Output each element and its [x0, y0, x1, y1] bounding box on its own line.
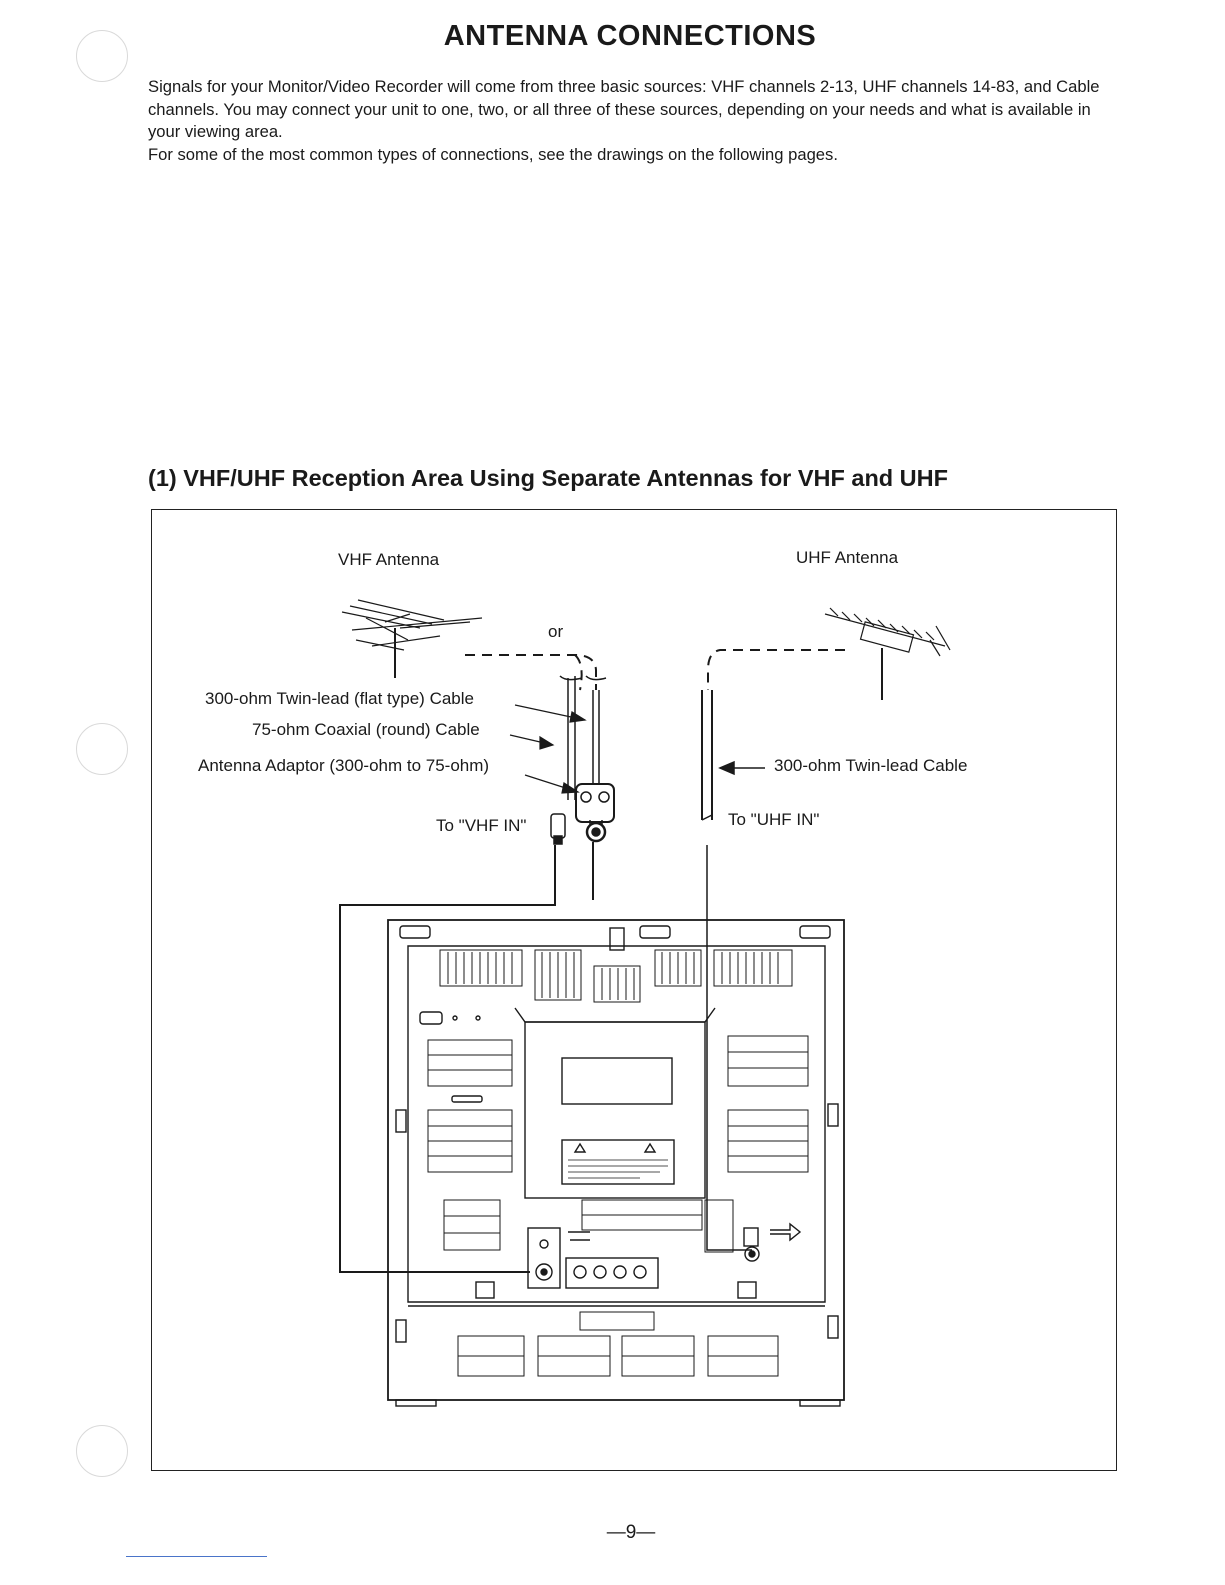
vhf-cables — [559, 675, 607, 800]
footer-rule — [126, 1556, 267, 1557]
twin-lead-flat-label: 300-ohm Twin-lead (flat type) Cable — [205, 689, 474, 708]
antenna-adaptor-icon — [550, 783, 615, 845]
vhf-antenna-label: VHF Antenna — [338, 550, 440, 569]
coaxial-label: 75-ohm Coaxial (round) Cable — [252, 720, 480, 739]
punch-hole-bottom — [76, 1425, 128, 1477]
intro-paragraph-1: Signals for your Monitor/Video Recorder … — [148, 77, 1100, 141]
intro-text: Signals for your Monitor/Video Recorder … — [148, 76, 1113, 166]
uhf-antenna-icon — [824, 607, 951, 700]
adaptor-label: Antenna Adaptor (300-ohm to 75-ohm) — [198, 756, 490, 775]
tv-rear-panel — [387, 919, 845, 1407]
diagram-frame — [151, 509, 1117, 1471]
vhf-antenna-icon — [341, 599, 483, 678]
dashed-lead-lines — [465, 649, 845, 691]
section-heading: (1) VHF/UHF Reception Area Using Separat… — [148, 465, 948, 491]
punch-hole-top — [76, 30, 128, 82]
punch-hole-middle — [76, 723, 128, 775]
page-number: —9— — [606, 1522, 656, 1543]
intro-paragraph-2: For some of the most common types of con… — [148, 144, 838, 164]
page-title: ANTENNA CONNECTIONS — [443, 20, 817, 52]
or-label: or — [548, 622, 564, 641]
to-vhf-in-label: To "VHF IN" — [436, 816, 527, 835]
to-uhf-in-label: To "UHF IN" — [728, 810, 820, 829]
vhf-leader-arrows — [509, 704, 587, 794]
uhf-twin-lead — [701, 690, 765, 1240]
uhf-twin-lead-label: 300-ohm Twin-lead Cable — [774, 756, 968, 775]
uhf-antenna-label: UHF Antenna — [796, 548, 899, 567]
vhf-feed-line — [339, 845, 556, 1273]
